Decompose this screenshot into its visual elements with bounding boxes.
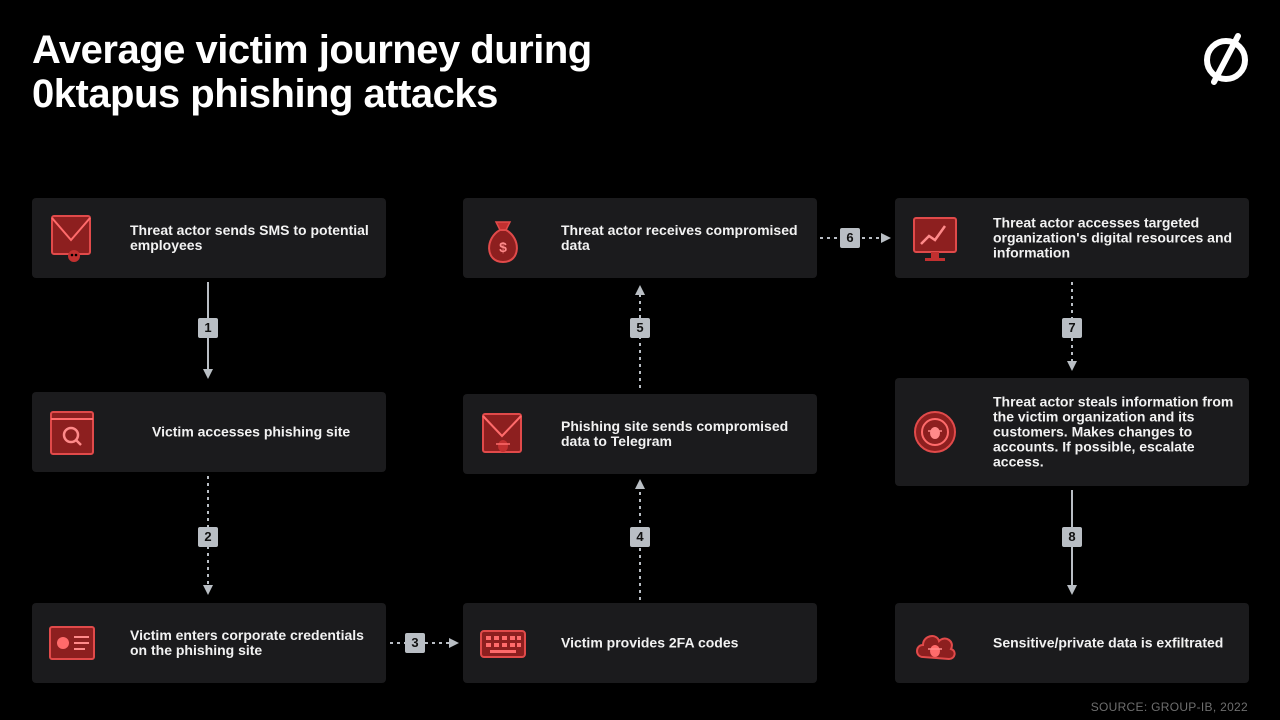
diagram-title: Average victim journey during 0ktapus ph… [32,28,732,116]
node-provide-2fa-label: Victim provides 2FA codes [561,634,739,651]
bug-target-icon [914,411,956,453]
node-enter-credentials-label: Victim enters corporate credentials on t… [130,627,364,658]
keyboard-icon [480,630,526,658]
browser-search-icon [50,411,94,455]
monitor-chart-icon [913,217,957,261]
node-send-telegram-label: Phishing site sends compromised data to … [561,418,789,449]
node-access-site: Victim accesses phishing site [32,392,386,472]
title-line-1: Average victim journey during [32,28,592,72]
node-provide-2fa: Victim provides 2FA codes [463,603,817,683]
node-access-resources-label: Threat actor accesses targeted organizat… [993,214,1233,261]
group-ib-logo-icon [1204,33,1248,85]
node-steal-info-label: Threat actor steals information from the… [993,393,1234,470]
id-card-bug-icon [49,626,95,660]
node-exfiltrate-label: Sensitive/private data is exfiltrated [993,634,1224,651]
svg-text:$: $ [499,239,507,255]
node-send-sms-label: Threat actor sends SMS to potential empl… [130,222,369,253]
node-access-site-label: Victim accesses phishing site [152,423,351,440]
step-badge-3: 3 [405,633,425,653]
step-badge-5: 5 [630,318,650,338]
step-badge-6: 6 [840,228,860,248]
step-badge-1: 1 [198,318,218,338]
step-badge-7: 7 [1062,318,1082,338]
title-line-2: 0ktapus phishing attacks [32,72,498,116]
node-receive-data-label: Threat actor receives compromised data [561,222,798,253]
node-receive-data: $ Threat actor receives compromised data [463,198,817,278]
step-badge-8: 8 [1062,527,1082,547]
node-enter-credentials: Victim enters corporate credentials on t… [32,603,386,683]
node-send-sms: Threat actor sends SMS to potential empl… [32,198,386,278]
envelope-bug-icon [482,413,522,453]
node-access-resources: Threat actor accesses targeted organizat… [895,198,1249,278]
node-exfiltrate: Sensitive/private data is exfiltrated [895,603,1249,683]
node-send-telegram: Phishing site sends compromised data to … [463,394,817,474]
node-steal-info: Threat actor steals information from the… [895,378,1249,486]
cloud-bug-icon [916,635,956,661]
step-badge-2: 2 [198,527,218,547]
source-note: SOURCE: GROUP-IB, 2022 [1090,700,1248,714]
envelope-skull-icon [51,215,91,262]
step-badge-4: 4 [630,527,650,547]
money-bag-icon: $ [488,221,518,264]
